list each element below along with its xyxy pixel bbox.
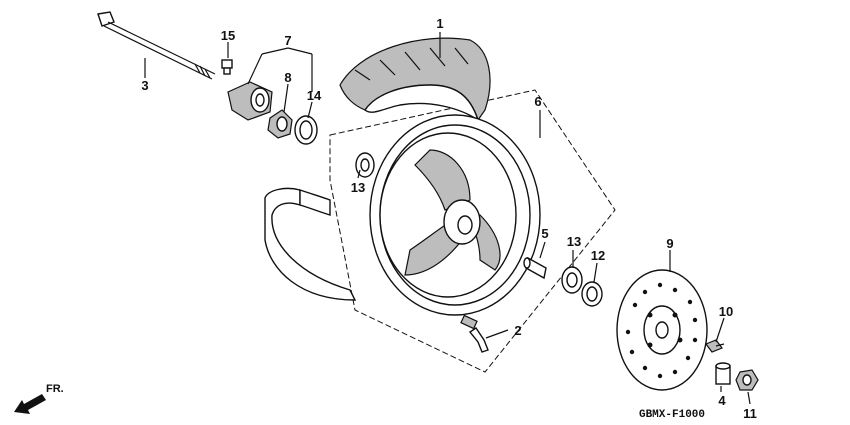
oil-seal [294, 115, 318, 145]
callout-15: 15 [221, 28, 235, 43]
callout-6: 6 [534, 94, 541, 109]
assembly-outline [329, 89, 616, 373]
valve-stem [460, 314, 489, 353]
callout-5: 5 [541, 226, 548, 241]
callout-14: 14 [307, 88, 322, 103]
bearing-right [561, 266, 583, 294]
callout-11: 11 [743, 406, 757, 421]
callout-1: 1 [436, 16, 443, 31]
axle-bolt [97, 11, 216, 80]
disc-bolt [705, 339, 725, 353]
callout-9: 9 [666, 236, 673, 251]
speedometer-gearbox [227, 81, 273, 121]
callout-8: 8 [284, 70, 291, 85]
callout-13-left: 13 [351, 180, 365, 195]
screw [221, 59, 233, 75]
side-collar [715, 362, 731, 385]
callout-3: 3 [141, 78, 148, 93]
speedometer-gear [267, 109, 293, 139]
axle-nut [735, 369, 759, 391]
dust-seal [581, 281, 603, 307]
diagram-code: GBMX-F1000 [639, 409, 705, 421]
brake-disc [616, 269, 708, 391]
direction-label: FR. [46, 383, 64, 395]
wheel-rim [355, 114, 541, 316]
distance-collar [523, 256, 547, 280]
leader-lines [144, 32, 751, 405]
front-direction-arrow-icon [14, 394, 46, 414]
callout-7: 7 [284, 33, 291, 48]
callout-10: 10 [719, 304, 733, 319]
callout-13-right: 13 [567, 234, 581, 249]
callout-2: 2 [514, 323, 521, 338]
callout-4: 4 [718, 393, 726, 408]
tire [339, 37, 491, 122]
callout-12: 12 [591, 248, 605, 263]
fender [264, 187, 357, 301]
